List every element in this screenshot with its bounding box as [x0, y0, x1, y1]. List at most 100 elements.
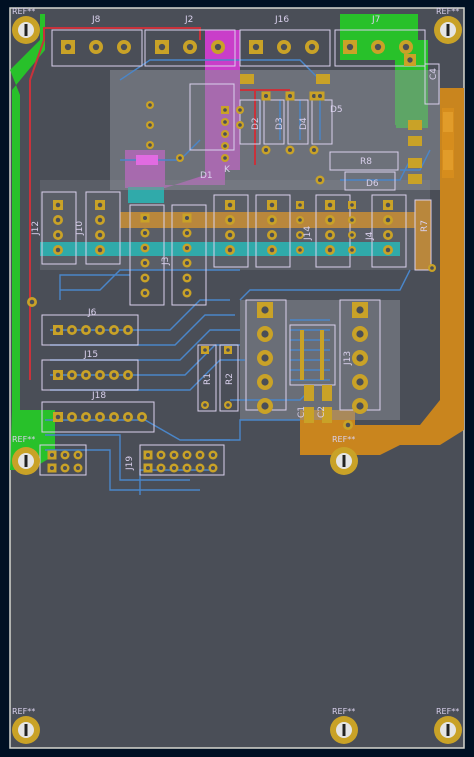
pad-drill: [327, 202, 333, 208]
hole-label-top-right: REF**: [436, 7, 459, 16]
pad-drill: [327, 232, 333, 238]
pad-drill: [148, 103, 152, 107]
pad-drill: [261, 378, 269, 386]
pad-drill: [142, 290, 148, 296]
pad-drill: [55, 414, 61, 420]
pad-drill: [327, 217, 333, 223]
pad-drill: [298, 233, 302, 237]
pad-drill: [252, 43, 260, 51]
pad-drill: [97, 202, 103, 208]
hole-slot: [24, 24, 28, 36]
pad-drill: [184, 275, 190, 281]
ref-J8: J8: [91, 15, 101, 25]
pad-drill: [345, 422, 351, 428]
pad-drill: [184, 230, 190, 236]
pad-drill: [142, 215, 148, 221]
pads: [27, 40, 436, 473]
ref-J10: J10: [75, 221, 85, 236]
pad-drill: [263, 93, 269, 99]
pad-drill: [62, 465, 68, 471]
ref-D5: D5: [330, 105, 343, 115]
pad-drill: [69, 372, 75, 378]
pad-drill: [55, 202, 61, 208]
pad-drill: [83, 372, 89, 378]
ref-J19: J19: [125, 456, 135, 471]
pad-drill: [223, 120, 227, 124]
pad-drill: [226, 348, 230, 352]
ref-J2: J2: [184, 15, 193, 25]
pad-drill: [29, 299, 35, 305]
pad-drill: [311, 147, 317, 153]
pad-drill: [298, 203, 302, 207]
pad-drill: [184, 452, 190, 458]
pad-drill: [145, 452, 151, 458]
pad-drill: [184, 465, 190, 471]
pad-drill: [142, 230, 148, 236]
hole-slot: [446, 724, 450, 736]
pad-drill: [55, 247, 61, 253]
hole-slot: [446, 24, 450, 36]
pad-drill: [83, 327, 89, 333]
hole-slot: [342, 724, 346, 736]
pad-drill: [83, 414, 89, 420]
pad-drill: [287, 93, 293, 99]
ref-R8: R8: [360, 157, 372, 167]
pad-drill: [184, 260, 190, 266]
pad-drill: [210, 465, 216, 471]
pad-drill: [111, 414, 117, 420]
ref-J15: J15: [83, 350, 98, 360]
pad-drill: [97, 232, 103, 238]
pad-drill: [55, 372, 61, 378]
ref-D4: D4: [299, 117, 309, 130]
hole-label-top-left: REF**: [12, 7, 35, 16]
pad-drill: [350, 248, 354, 252]
copper-fill-green: [10, 14, 428, 470]
pad-drill: [97, 414, 103, 420]
pad-drill: [356, 306, 364, 314]
pad-drill: [261, 402, 269, 410]
ref-J12: J12: [31, 221, 41, 236]
pad-drill: [238, 108, 242, 112]
pad-drill: [223, 108, 227, 112]
pad-drill: [269, 202, 275, 208]
pad-drill: [350, 233, 354, 237]
pad-drill: [287, 147, 293, 153]
ref-J3: J3: [161, 257, 171, 266]
pad-drill: [311, 93, 317, 99]
pad-drill: [227, 202, 233, 208]
pad-drill: [317, 93, 323, 99]
pad-drill: [269, 247, 275, 253]
pad-drill: [298, 248, 302, 252]
pad-drill: [298, 218, 302, 222]
pad-drill: [308, 43, 316, 51]
pad-drill: [226, 403, 230, 407]
pad-drill: [327, 247, 333, 253]
pad-drill: [374, 43, 382, 51]
pad-drill: [55, 232, 61, 238]
pad-drill: [227, 217, 233, 223]
pad-drill: [148, 123, 152, 127]
pad-drill: [197, 452, 203, 458]
ref-D1: D1: [200, 171, 213, 181]
pad-drill: [214, 43, 222, 51]
pad-drill: [55, 327, 61, 333]
pad-drill: [97, 372, 103, 378]
ref-D3: D3: [275, 117, 285, 130]
ref-R1: R1: [203, 373, 213, 385]
pad-drill: [223, 132, 227, 136]
pad-drill: [158, 452, 164, 458]
pad-drill: [197, 465, 203, 471]
pad-drill: [261, 354, 269, 362]
pad-drill: [203, 403, 207, 407]
pad-drill: [92, 43, 100, 51]
pad-drill: [171, 465, 177, 471]
pad-drill: [75, 465, 81, 471]
ref-C4: C4: [429, 68, 439, 80]
pad-drill: [223, 156, 227, 160]
ref-R7: R7: [420, 220, 430, 232]
pad-drill: [356, 378, 364, 386]
pad-drill: [62, 452, 68, 458]
pad-drill: [148, 143, 152, 147]
ref-J16: J16: [274, 15, 289, 25]
